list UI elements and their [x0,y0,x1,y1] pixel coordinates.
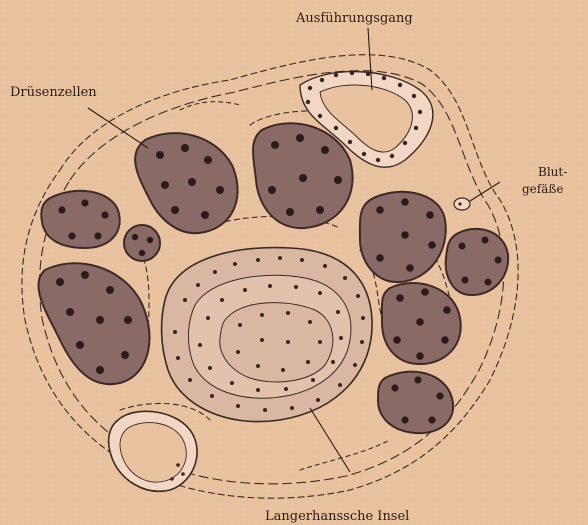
acinus-9 [378,372,453,434]
acinus-4 [124,225,160,261]
acinus-3 [41,191,119,248]
label-islet: Langerhanssche Insel [265,509,409,524]
label-duct: Ausführungsgang [295,11,413,26]
label-vessels-line2: gefäße [522,182,564,196]
blood-vessel-small [454,198,470,210]
label-gland-cells: Drüsenzellen [10,85,97,100]
label-vessels-line1: Blut- [538,165,567,179]
